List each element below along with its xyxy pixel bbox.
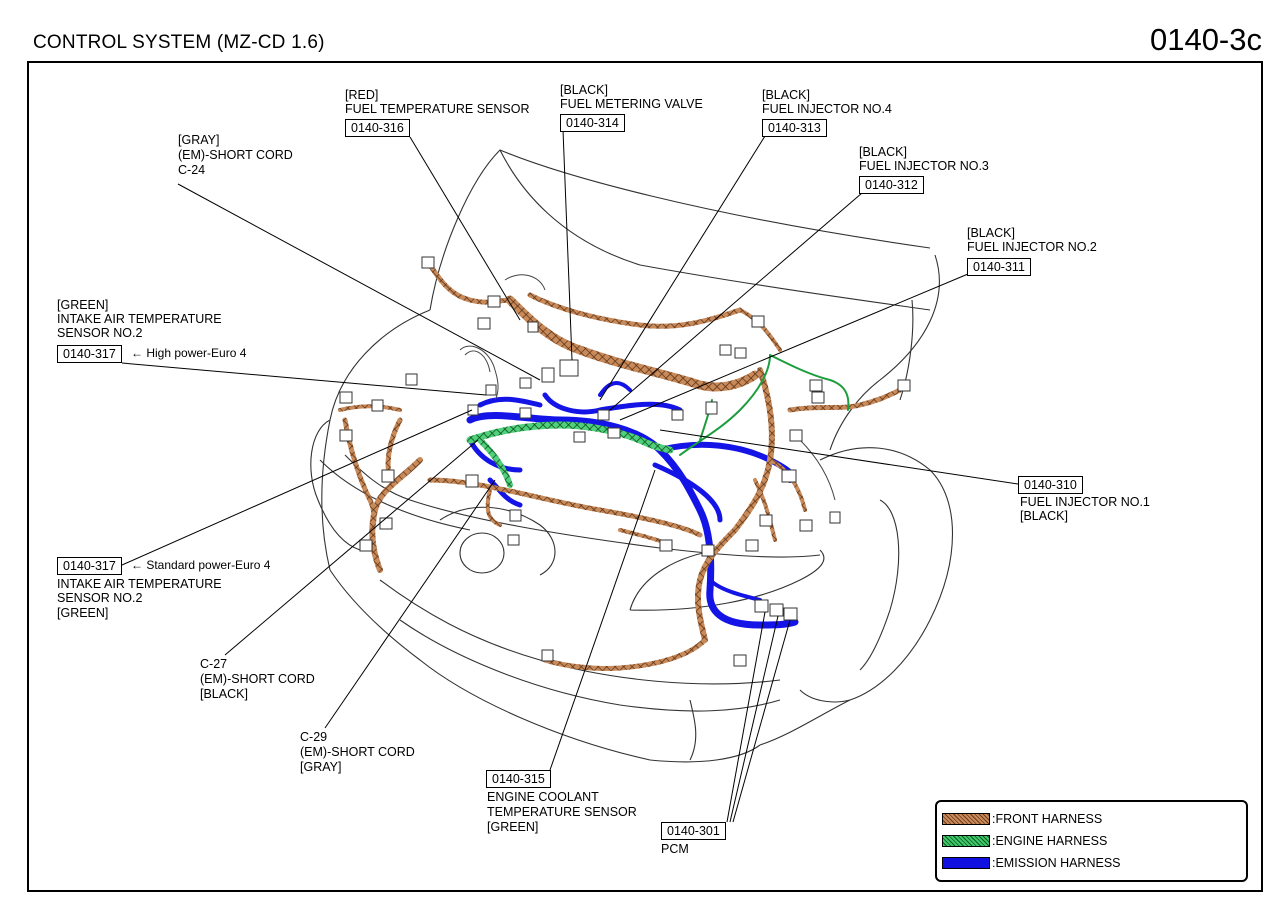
legend-front: :FRONT HARNESS [942,812,1102,826]
ect-sensor-name-2: TEMPERATURE SENSOR [487,805,637,819]
arrow-left-icon: ← [131,346,143,360]
iat-high-note-text: High power-Euro 4 [146,346,247,360]
iat-high-note: ← High power-Euro 4 [131,346,246,360]
page-code: 0140-3c [1149,22,1262,57]
pcm-code: 0140-301 [661,822,726,840]
short-cord-c27-name: (EM)-SHORT CORD [200,672,315,686]
iat-high-code: 0140-317 [57,345,122,363]
engine-harness [466,354,850,488]
fuel-temp-sensor-color: [RED] [345,88,379,102]
short-cord-c24-color: [GRAY] [178,133,220,147]
iat-standard-code: 0140-317 [57,557,122,575]
ect-sensor-code: 0140-315 [486,770,551,788]
fuel-injector-4-name: FUEL INJECTOR NO.4 [762,102,892,116]
legend-emission-label: :EMISSION HARNESS [992,856,1121,870]
fuel-injector-3-name: FUEL INJECTOR NO.3 [859,159,989,173]
hoses [459,274,836,501]
engine-harness-swatch [942,835,990,847]
leader-lines [121,129,1019,823]
fuel-injector-3-color: [BLACK] [859,145,907,159]
arrow-left-icon: ← [131,558,143,572]
iat-standard-name-2: SENSOR NO.2 [57,591,143,605]
short-cord-c24-id: C-24 [178,163,206,177]
iat-standard-color: [GREEN] [57,606,109,620]
short-cord-c24-name: (EM)-SHORT CORD [178,148,293,162]
legend-engine: :ENGINE HARNESS [942,834,1107,848]
harness-legend: :FRONT HARNESS :ENGINE HARNESS :EMISSION… [935,800,1248,882]
iat-high-color: [GREEN] [57,298,109,312]
fuel-injector-1-name: FUEL INJECTOR NO.1 [1020,495,1150,509]
iat-standard-note: ← Standard power-Euro 4 [131,558,270,572]
fuel-injector-4-code: 0140-313 [762,119,827,137]
legend-emission: :EMISSION HARNESS [942,856,1121,870]
iat-high-name-1: INTAKE AIR TEMPERATURE [57,312,222,326]
connectors [339,256,911,667]
fuel-injector-1-color: [BLACK] [1020,509,1068,523]
fuel-injector-2-name: FUEL INJECTOR NO.2 [967,240,1097,254]
ect-sensor-color: [GREEN] [487,820,539,834]
front-harness-swatch [942,813,990,825]
short-cord-c29-id: C-29 [300,730,328,744]
fuel-metering-valve-color: [BLACK] [560,83,608,97]
short-cord-c29-color: [GRAY] [300,760,342,774]
vehicle-outline [310,149,954,763]
fuel-temp-sensor-name: FUEL TEMPERATURE SENSOR [345,102,530,116]
legend-front-label: :FRONT HARNESS [992,812,1103,826]
iat-standard-name-1: INTAKE AIR TEMPERATURE [57,577,222,591]
fuel-injector-4-color: [BLACK] [762,88,810,102]
front-harness [338,262,903,671]
fuel-injector-1-code: 0140-310 [1018,476,1083,494]
page-title: CONTROL SYSTEM (MZ-CD 1.6) [33,32,325,53]
iat-high-name-2: SENSOR NO.2 [57,326,143,340]
fuel-injector-2-code: 0140-311 [967,258,1031,276]
pcm-name: PCM [661,842,689,856]
short-cord-c27-id: C-27 [200,657,228,671]
diagram-frame [27,61,1263,892]
emission-harness [466,381,799,629]
iat-standard-note-text: Standard power-Euro 4 [146,558,271,572]
fuel-injector-3-code: 0140-312 [859,176,924,194]
ect-sensor-name-1: ENGINE COOLANT [487,790,599,804]
fuel-metering-valve-name: FUEL METERING VALVE [560,97,703,111]
short-cord-c27-color: [BLACK] [200,687,248,701]
short-cord-c29-name: (EM)-SHORT CORD [300,745,415,759]
fuel-metering-valve-code: 0140-314 [560,114,625,132]
legend-engine-label: :ENGINE HARNESS [992,834,1108,848]
emission-harness-swatch [942,857,990,869]
fuel-injector-2-color: [BLACK] [967,226,1015,240]
fuel-temp-sensor-code: 0140-316 [345,119,410,137]
